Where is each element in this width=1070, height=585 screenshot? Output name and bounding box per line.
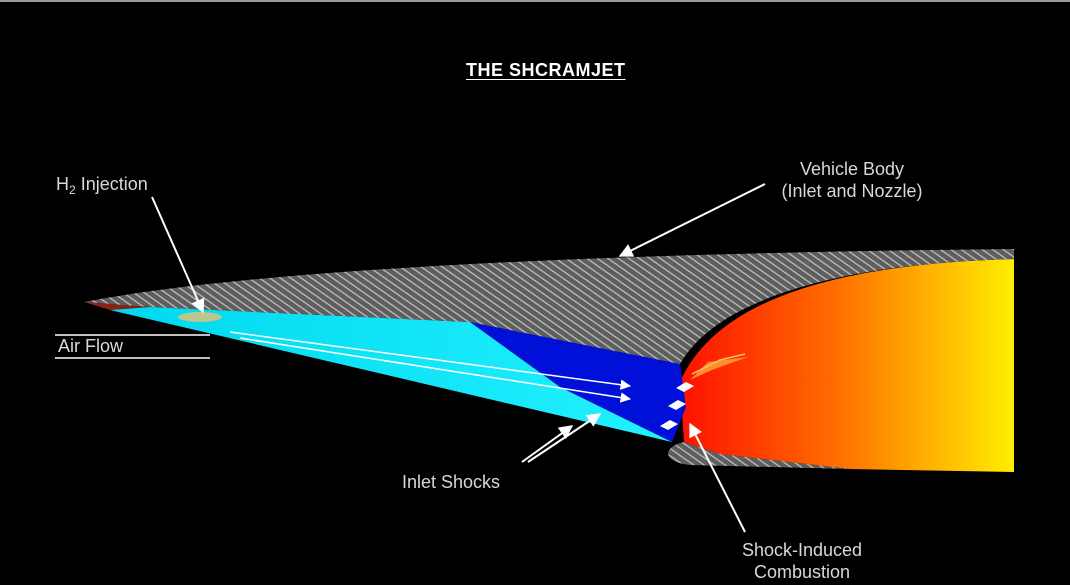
shock-induced-combustion-label: Shock-Induced Combustion bbox=[741, 540, 863, 582]
inlet-shock-arrow-1 bbox=[527, 413, 602, 463]
vehicle-body-arrow bbox=[618, 183, 766, 257]
inlet-shocks-label: Inlet Shocks bbox=[402, 472, 501, 492]
inlet-flow-region bbox=[110, 307, 672, 442]
air-flow-label: Air Flow bbox=[58, 336, 124, 356]
inlet-shock-arrow-2 bbox=[521, 425, 574, 463]
h2-injection-arrow bbox=[151, 196, 205, 314]
h2-injection-label: H2 Injection bbox=[56, 174, 148, 197]
diagram-title: THE SHCRAMJET bbox=[466, 60, 626, 80]
vehicle-body-upper bbox=[84, 249, 1014, 364]
flow-arrows bbox=[229, 331, 632, 403]
air-flow-lines bbox=[55, 334, 210, 359]
vehicle-body-cowl bbox=[668, 442, 850, 469]
label-arrows bbox=[151, 183, 766, 533]
exhaust-plume bbox=[680, 259, 1014, 472]
vehicle-body-label: Vehicle Body (Inlet and Nozzle) bbox=[781, 159, 923, 201]
compressed-flow-region bbox=[470, 322, 686, 442]
fuel-injectors bbox=[660, 382, 694, 430]
combustion-flames bbox=[690, 353, 748, 380]
fuel-plume bbox=[178, 312, 222, 322]
combustion-arrow bbox=[689, 422, 746, 533]
